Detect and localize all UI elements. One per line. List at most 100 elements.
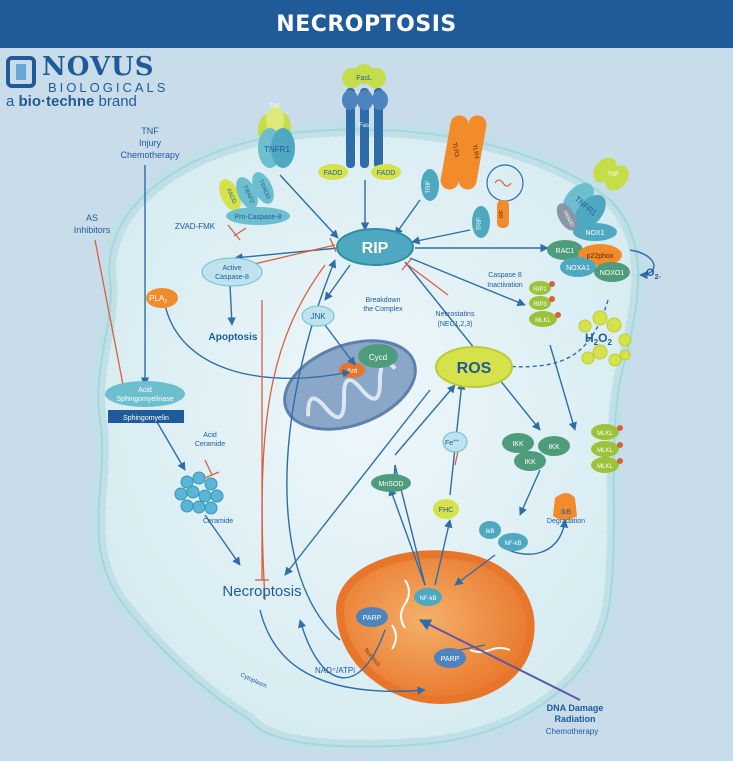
- noxo1-label: NOXO1: [600, 270, 625, 277]
- dna-damage-line2: Radiation: [554, 714, 595, 724]
- fhc-node: [433, 499, 459, 519]
- sphingomyelin-label: Sphingomyelin: [123, 415, 169, 422]
- irf-shape: [497, 200, 509, 228]
- ikk2-node: [538, 436, 570, 456]
- ceramide-cluster: [174, 471, 224, 515]
- necrostatins-line1: Necrostatins: [436, 311, 475, 318]
- irf-label: IRF: [499, 210, 505, 218]
- acid-sm-line2: Sphingomyelinase: [116, 396, 173, 403]
- dna-damage-line3: Chemotherapy: [546, 727, 598, 736]
- ant-label: Ant: [347, 368, 358, 375]
- ikb-degradation-shape: [553, 493, 577, 520]
- ikb-degradation-line2: Degradation: [547, 518, 585, 525]
- rip1-label: RIP1: [533, 287, 547, 293]
- ikk1-label: IKK: [512, 441, 524, 448]
- tlr3-label: TLR3: [451, 142, 460, 158]
- ros-node: [435, 346, 513, 388]
- sphingomyelin-box: [108, 410, 184, 423]
- h2o2-sub1: 2: [594, 338, 599, 347]
- rac1-label: RAC1: [556, 248, 575, 255]
- cycd-label: Cycd: [369, 353, 387, 362]
- ikk3-node: [514, 451, 546, 471]
- parp2-node: [434, 648, 466, 668]
- cycd-shape: [358, 344, 398, 368]
- title-banner: NECROPTOSIS: [0, 0, 733, 48]
- h2o2-o: O: [598, 331, 607, 345]
- logo-subtitle: BIOLOGICALS: [48, 80, 169, 95]
- fe-node: [442, 431, 468, 453]
- as-inhibitors-line2: Inhibitors: [74, 225, 111, 235]
- trif-1-label: TRIF: [426, 180, 432, 194]
- logo-brand: a bio·techne brand: [6, 93, 137, 110]
- parp1-node: [356, 607, 388, 627]
- nfkb-nucleus-label: NF-kB: [420, 596, 437, 602]
- fasl-label: FasL: [356, 75, 372, 82]
- novus-logo-icon: [6, 56, 36, 88]
- necroptosis-label: Necroptosis: [222, 583, 301, 600]
- rip1-rip3-mlkl-complex: [529, 281, 561, 327]
- acid-sphingomyelinase-node: [105, 381, 185, 407]
- tlr-receptors: [440, 115, 487, 190]
- o2-letter: O: [646, 267, 655, 279]
- rip-node: [336, 228, 414, 266]
- rip-label: RIP: [362, 240, 389, 257]
- cell-membrane-outline: [97, 128, 640, 748]
- fadd-mid2-shape: [371, 164, 401, 180]
- ikb-label: IkB: [486, 529, 495, 535]
- logo-brand-prefix: a: [6, 93, 15, 110]
- parp2-label: PARP: [441, 656, 460, 663]
- breakdown-line1: Breakdown: [365, 297, 400, 304]
- o2-subscript: 2-: [655, 274, 662, 281]
- novus-logo: NOVUS BIOLOGICALS a bio·techne brand: [6, 52, 176, 112]
- breakdown-line2: the Complex: [363, 306, 403, 313]
- nad-atp-label: NAD⁺/ATPi: [315, 666, 355, 675]
- page-title: NECROPTOSIS: [276, 11, 457, 37]
- mlkl-label: MLKL: [535, 318, 551, 324]
- fe-text: Fe: [445, 440, 453, 447]
- fe-label: Fe++: [445, 438, 459, 447]
- p22phox-label: p22phox: [587, 253, 614, 260]
- tradd-right-shape: [556, 203, 578, 231]
- h2o2-ros-arrow: [499, 299, 609, 371]
- rip3-label: RIP3: [533, 302, 547, 308]
- rna-squiggle: [494, 179, 512, 187]
- inhibition-lines: [94, 224, 468, 601]
- fadd-mid1-shape: [318, 164, 348, 180]
- mlkl-b-label: MLKL: [597, 448, 613, 454]
- acid-sm-line1: Acid: [138, 387, 152, 394]
- necrostatins-line2: (NEC1,2,3): [437, 321, 472, 328]
- o2-label: O2-: [646, 267, 661, 281]
- h2o2-h: H: [585, 331, 594, 345]
- zvad-label: ZVAD-FMK: [175, 222, 216, 231]
- tnf-ligand-right-label: TNF: [607, 172, 619, 178]
- ikk3-label: IKK: [524, 459, 536, 466]
- active-caspase8-node: [201, 257, 263, 287]
- mnsod-node: [371, 474, 411, 492]
- h2o2-label: H2O2: [585, 331, 612, 347]
- nox-complex: [547, 223, 630, 282]
- acid-ceramide-line1: Acid: [203, 432, 217, 439]
- nfkb-label: NF-kB: [505, 541, 522, 547]
- active-caspase8-line1: Active: [222, 265, 241, 272]
- as-inhibitors-line1: AS: [86, 213, 98, 223]
- mlkl-membrane-stack: [591, 424, 623, 473]
- fe-superscript: ++: [453, 438, 459, 444]
- tnf-ligand-left-label: TNF: [269, 104, 281, 110]
- active-caspase8-line2: Caspase-8: [215, 274, 249, 281]
- logo-brand-suffix: brand: [98, 93, 137, 110]
- tnf-stimulus-line2: Injury: [139, 138, 162, 148]
- nfkb-nucleus-node: [414, 588, 442, 606]
- pla2-subscript: 2: [164, 299, 167, 305]
- pathway-arrows: [140, 165, 655, 701]
- trif-2-label: TRIF: [477, 217, 483, 231]
- jnk-label: JNK: [310, 312, 326, 321]
- ikk1-node: [502, 433, 534, 453]
- logo-company: NOVUS: [42, 52, 155, 82]
- ikb-node: [479, 521, 501, 539]
- tnf-stimulus-line3: Chemotherapy: [120, 150, 180, 160]
- logo-brand-name: bio·techne: [18, 93, 95, 110]
- tnfr1-left-receptor: [258, 106, 295, 168]
- tlr4-label: TLR4: [471, 144, 480, 160]
